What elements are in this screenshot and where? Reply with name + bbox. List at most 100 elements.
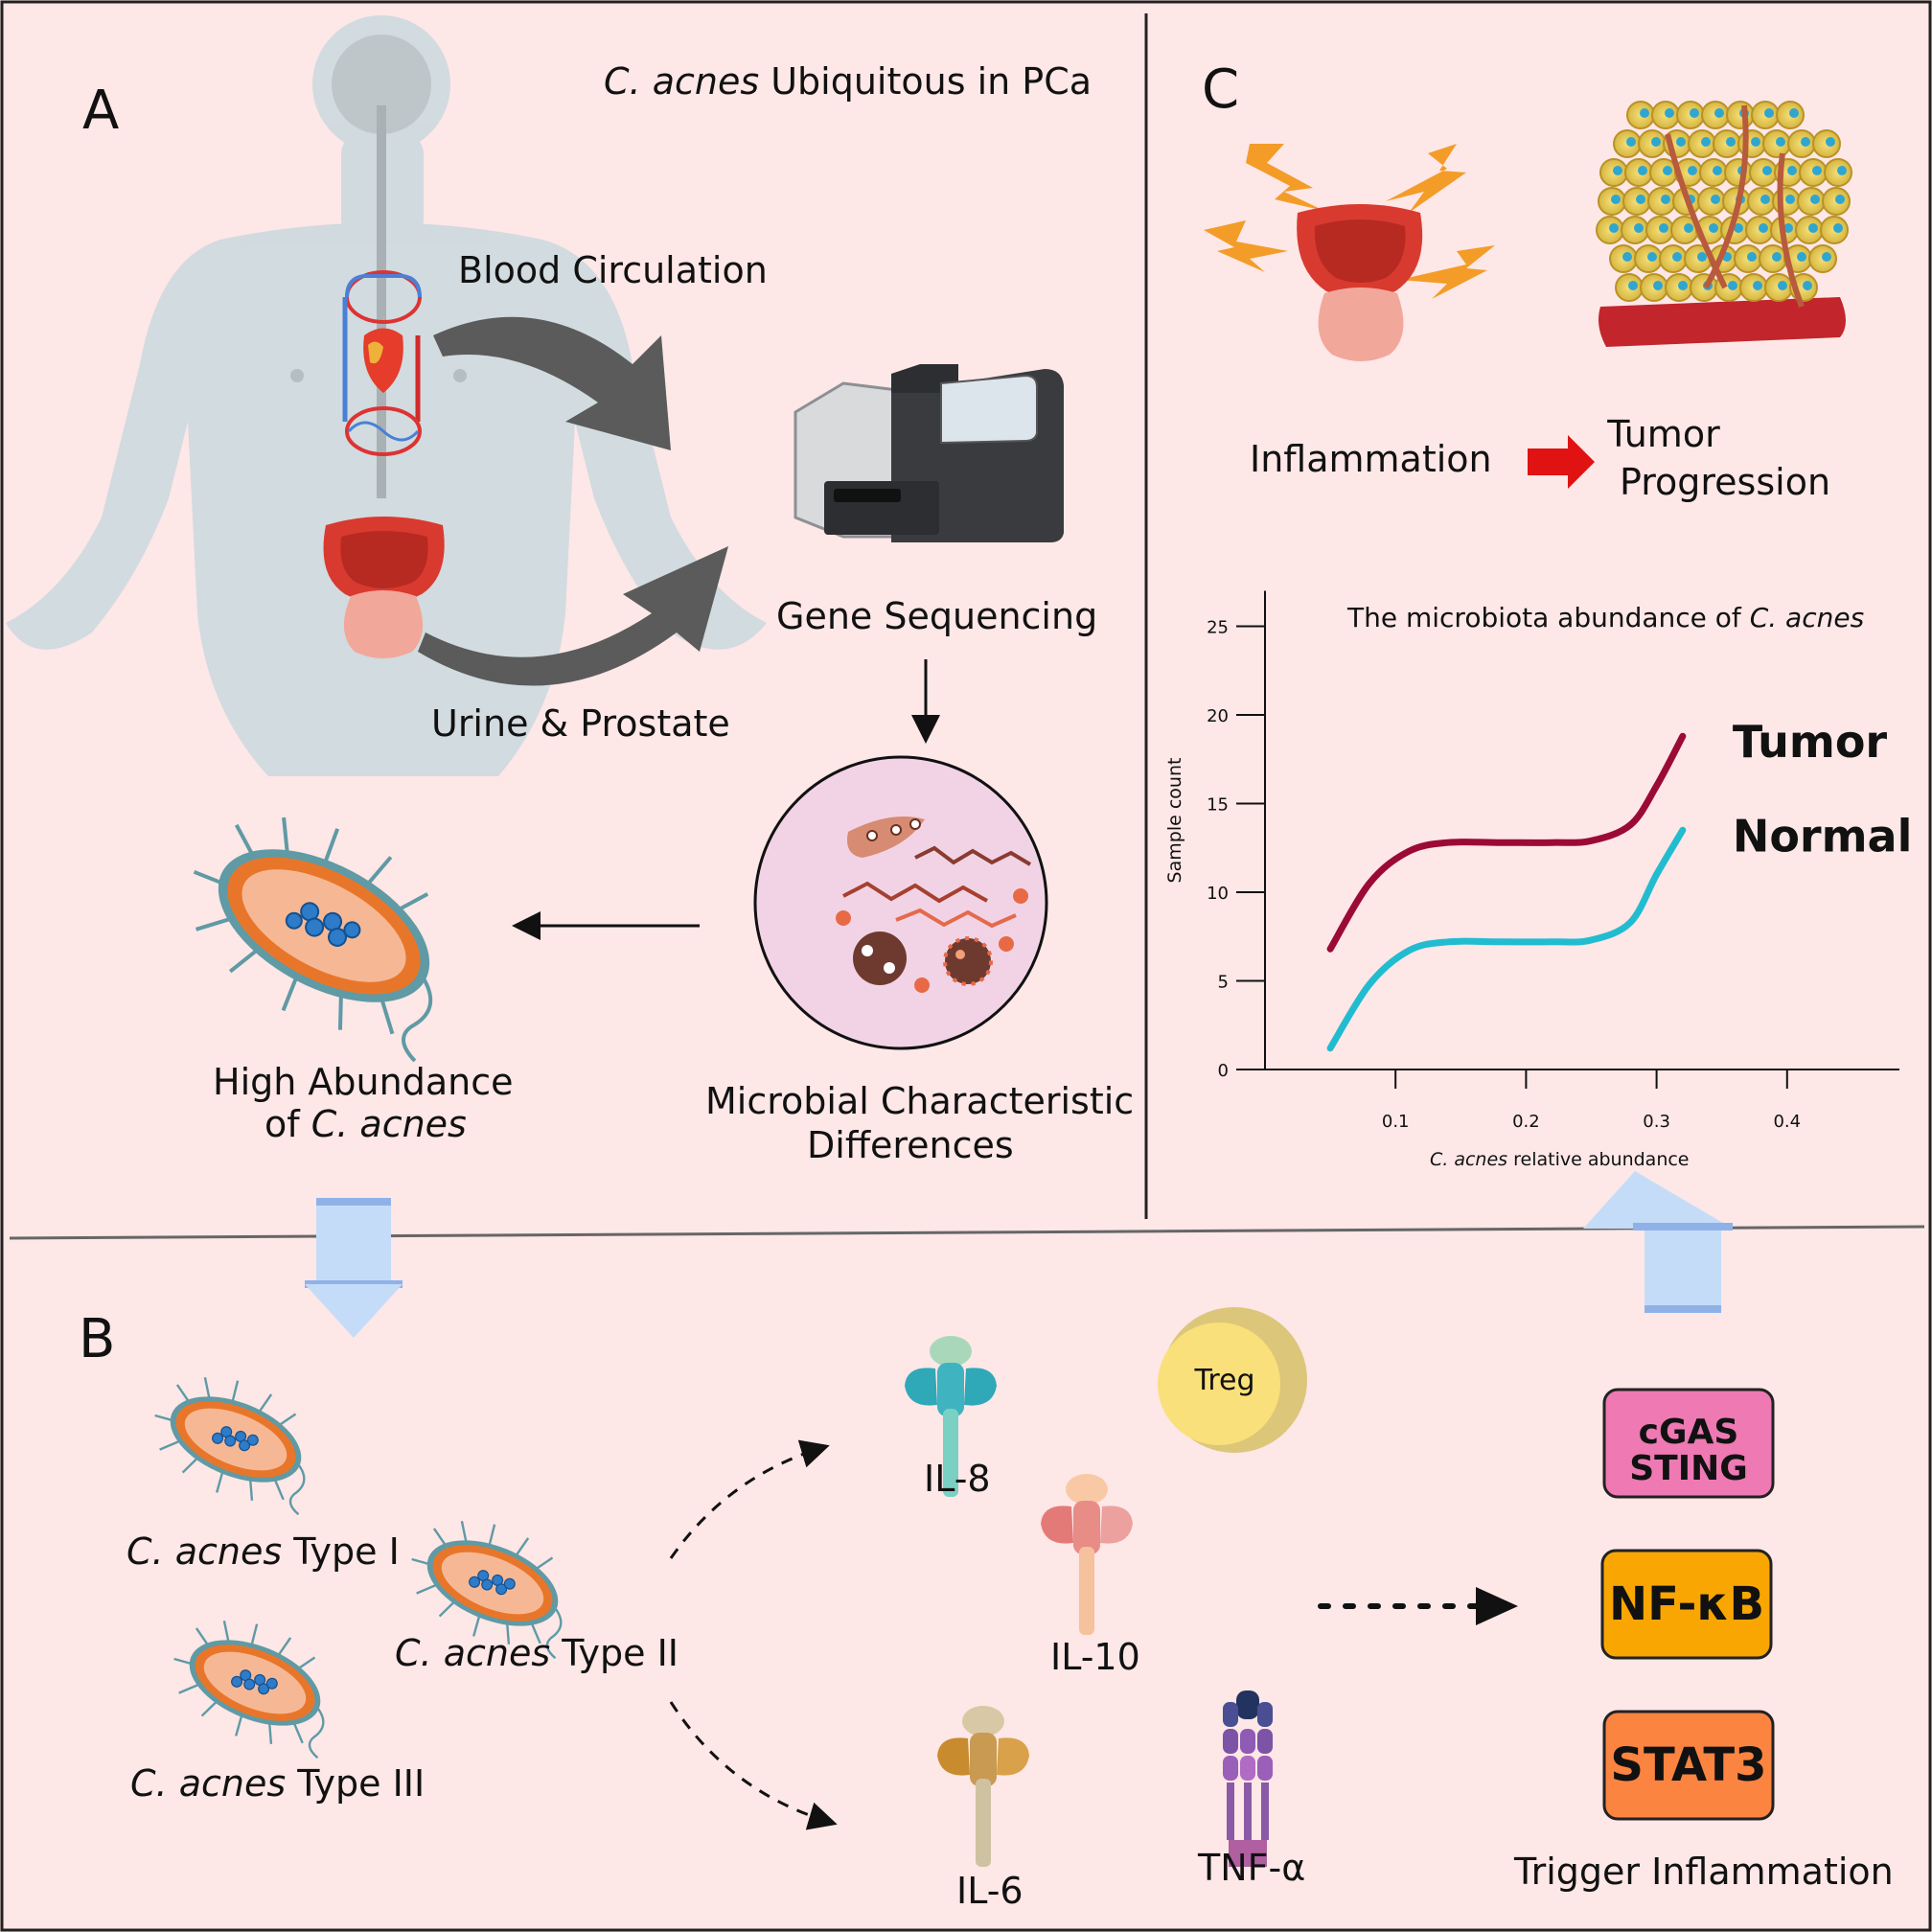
- tumor-cell-nucleus: [1776, 137, 1785, 147]
- tumor-cell-nucleus: [1753, 281, 1762, 290]
- chart-series-label-normal: Normal: [1733, 810, 1913, 862]
- microbial-differences-label-line2: Differences: [807, 1124, 1014, 1166]
- il6-label: IL-6: [956, 1870, 1024, 1912]
- tumor-cell-nucleus: [1801, 137, 1810, 147]
- panel-b: B C. acnes Type I C. acnes Type II C. ac…: [79, 1307, 1894, 1912]
- tumor-cell-nucleus: [1672, 252, 1682, 262]
- tumor-cell-nucleus: [1634, 223, 1644, 233]
- tumor-cell-nucleus: [1647, 252, 1657, 262]
- down-block-arrow: [305, 1198, 402, 1338]
- tumor-cell-nucleus: [1713, 166, 1722, 175]
- gene-sequencing-label: Gene Sequencing: [776, 595, 1097, 637]
- tnf-alpha-label: TNF-α: [1197, 1847, 1305, 1889]
- tumor-cell-nucleus: [1808, 223, 1818, 233]
- inflammation-label: Inflammation: [1250, 438, 1492, 480]
- tumor-cell-nucleus: [1659, 223, 1668, 233]
- tumor-cell-nucleus: [1711, 195, 1720, 204]
- treg-cell-icon: [1158, 1307, 1307, 1453]
- chart-series-label-tumor: Tumor: [1733, 716, 1888, 768]
- chart-series-line-normal: [1326, 826, 1687, 1052]
- tumor-cell-nucleus: [1628, 281, 1638, 290]
- tumor-cell-nucleus: [1728, 281, 1737, 290]
- chart-x-tick-label: 0.2: [1512, 1112, 1540, 1132]
- prostate-in-body-icon: [323, 517, 445, 658]
- chart-x-tick-label: 0.1: [1382, 1112, 1410, 1132]
- nipple-right: [453, 369, 467, 382]
- stat3-label: STAT3: [1610, 1738, 1766, 1792]
- tumor-cell-nucleus: [1837, 166, 1847, 175]
- nf-kb-label: NF-κB: [1609, 1577, 1764, 1631]
- tumor-cell-nucleus: [1747, 252, 1757, 262]
- urine-prostate-label: Urine & Prostate: [431, 702, 730, 745]
- chart-axes: [1264, 590, 1899, 1070]
- gene-sequencer-icon: [794, 364, 1064, 542]
- tumor-cell-nucleus: [1785, 195, 1795, 204]
- tumor-cell-nucleus: [1613, 166, 1622, 175]
- il10-label: IL-10: [1050, 1636, 1140, 1678]
- tumor-cell-nucleus: [1636, 195, 1645, 204]
- blood-to-sequencer-arrow: [433, 316, 671, 450]
- circulation-system-icon: [342, 270, 422, 456]
- microbial-differences-label-line1: Microbial Characteristic: [705, 1080, 1134, 1122]
- microbial-community-icon: [753, 755, 1048, 1050]
- panel-c-letter: C: [1202, 58, 1239, 121]
- tumor-progression-label-line2: Progression: [1620, 461, 1830, 503]
- tumor-progression-label-line1: Tumor: [1606, 413, 1720, 455]
- tumor-cell-nucleus: [1833, 223, 1843, 233]
- chart-title: The microbiota abundance of C. acnes: [1346, 602, 1864, 633]
- tumor-cell-nucleus: [1759, 223, 1768, 233]
- chart-y-tick-label: 0: [1218, 1061, 1229, 1081]
- tumor-cell-nucleus: [1787, 166, 1797, 175]
- tumor-cell-nucleus: [1751, 137, 1760, 147]
- tumor-cell-nucleus: [1701, 137, 1711, 147]
- chart-y-axis-label: Sample count: [1164, 758, 1185, 884]
- cgas-sting-box: [1602, 1388, 1775, 1499]
- il8-receptor-icon: [905, 1336, 997, 1497]
- chart-y-tick-label: 10: [1207, 884, 1229, 904]
- tumor-cell-nucleus: [1709, 223, 1718, 233]
- tumor-cell-nucleus: [1762, 166, 1772, 175]
- tumor-cell-nucleus: [1783, 223, 1793, 233]
- tumor-cell-nucleus: [1826, 137, 1835, 147]
- tumor-cell-nucleus: [1661, 195, 1670, 204]
- tumor-cell-nucleus: [1653, 281, 1663, 290]
- il6-receptor-icon: [937, 1706, 1029, 1867]
- il8-label: IL-8: [924, 1458, 991, 1500]
- up-block-arrow: [1583, 1171, 1733, 1313]
- tumor-cell-nucleus: [1764, 108, 1774, 118]
- tumor-cell-nucleus: [1678, 281, 1688, 290]
- tumor-cell-nucleus: [1638, 166, 1647, 175]
- tumor-cell-nucleus: [1797, 252, 1806, 262]
- tumor-cell-nucleus: [1772, 252, 1782, 262]
- tumor-cell-nucleus: [1609, 223, 1619, 233]
- cgas-label: cGAS: [1639, 1413, 1739, 1452]
- tumor-cell-nucleus: [1835, 195, 1845, 204]
- c-acnes-type-bacteria: [154, 1377, 563, 1760]
- chart-y-tick-label: 5: [1218, 973, 1229, 993]
- tumor-cell-nucleus: [1778, 281, 1787, 290]
- treg-label: Treg: [1193, 1364, 1254, 1397]
- high-abundance-label-line2: of C. acnes: [264, 1103, 467, 1145]
- nf-kb-box: [1600, 1549, 1773, 1660]
- head-shading: [332, 34, 431, 134]
- high-abundance-label-line1: High Abundance: [213, 1061, 513, 1103]
- chart-x-axis-label: C. acnes relative abundance: [1430, 1149, 1690, 1170]
- blood-circulation-label: Blood Circulation: [458, 249, 768, 291]
- chart-x-tick-label: 0.4: [1773, 1112, 1801, 1132]
- tumor-cell-nucleus: [1714, 108, 1724, 118]
- il10-receptor-icon: [1041, 1474, 1133, 1635]
- tumor-cell-nucleus: [1690, 108, 1699, 118]
- tumor-cell-nucleus: [1626, 137, 1636, 147]
- sting-label: STING: [1629, 1449, 1748, 1488]
- trigger-inflammation-label: Trigger Inflammation: [1513, 1851, 1894, 1893]
- c-acnes-large-bacterium-icon: [193, 816, 433, 1063]
- tumor-cell-nucleus: [1803, 281, 1812, 290]
- tumor-cell-nucleus: [1688, 166, 1697, 175]
- type2-label: C. acnes Type II: [395, 1632, 678, 1674]
- tumor-cell-nucleus: [1760, 195, 1770, 204]
- panel-a: A C. acnes Ubiquitous in PCa: [6, 15, 1134, 1166]
